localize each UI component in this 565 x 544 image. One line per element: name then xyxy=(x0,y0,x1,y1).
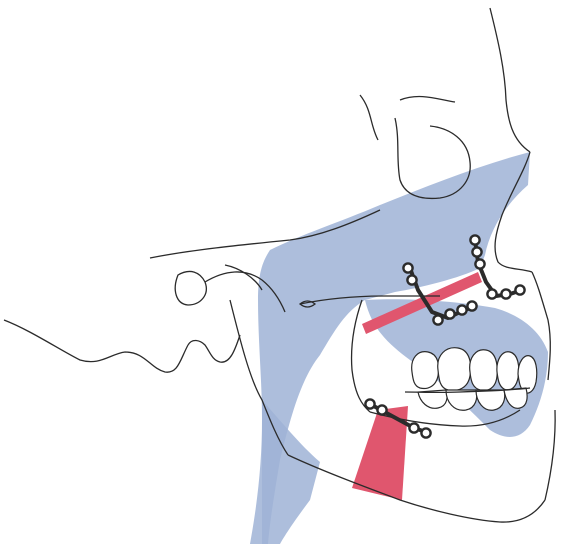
plate-screw-hole xyxy=(457,305,466,314)
plate-screw-hole xyxy=(409,423,418,432)
plate-screw-hole xyxy=(377,405,386,414)
plate-screw-hole xyxy=(475,259,484,268)
plate-screw-hole xyxy=(470,235,479,244)
plate-screw-hole xyxy=(407,275,416,284)
plate-screw-hole xyxy=(487,289,496,298)
plate-screw-hole xyxy=(501,289,510,298)
plate-screw-hole xyxy=(445,309,454,318)
plate-screw-hole xyxy=(467,301,476,310)
plate-screw-hole xyxy=(421,428,430,437)
plate-screw-hole xyxy=(365,399,374,408)
plate-screw-hole xyxy=(403,263,412,272)
plate-screw-hole xyxy=(472,247,481,256)
plate-screw-hole xyxy=(433,315,442,324)
plate-screw-hole xyxy=(515,285,524,294)
